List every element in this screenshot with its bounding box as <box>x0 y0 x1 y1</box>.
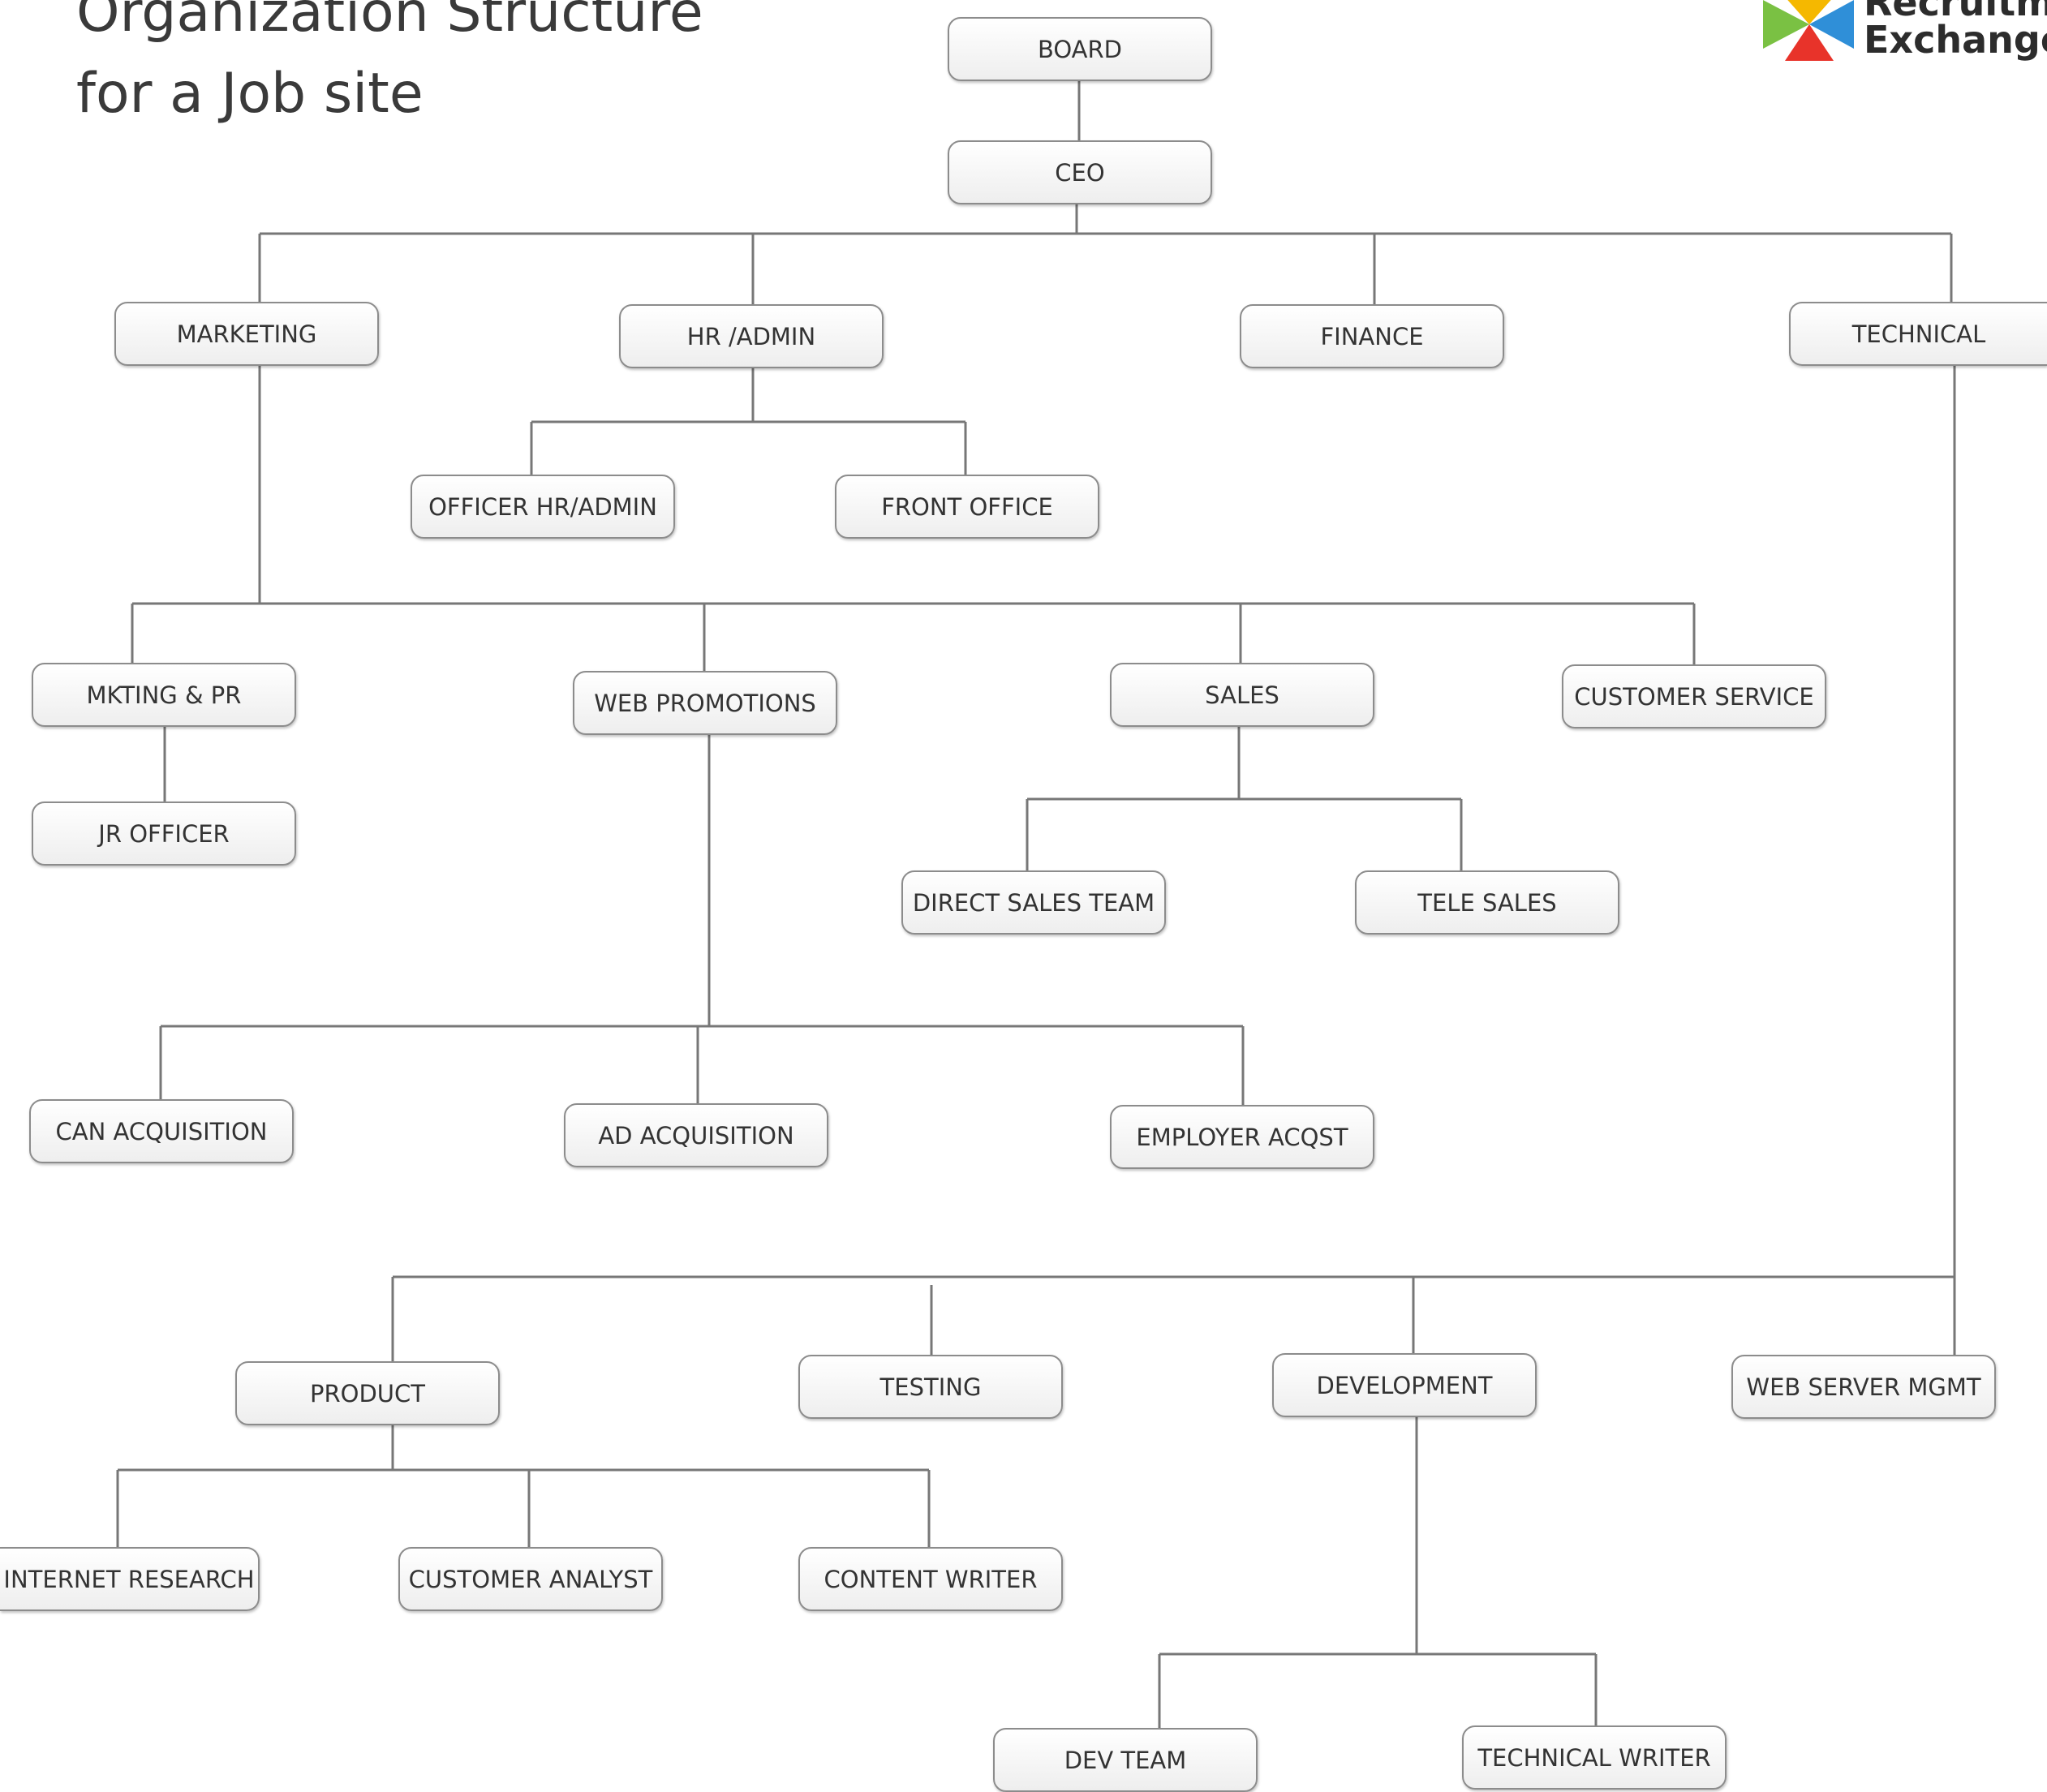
node-mkting-pr: MKTING & PR <box>32 663 296 727</box>
node-content-writer: CONTENT WRITER <box>798 1547 1063 1611</box>
node-direct-sales-team: DIRECT SALES TEAM <box>901 870 1166 935</box>
node-customer-analyst: CUSTOMER ANALYST <box>398 1547 663 1611</box>
node-development: DEVELOPMENT <box>1272 1353 1537 1417</box>
logo-line-2: Exchange. <box>1864 18 2047 62</box>
diagram-title: Organization Structure for a Job site <box>76 0 703 135</box>
node-testing: TESTING <box>798 1355 1063 1419</box>
logo-wordmark: Recruitment Exchange. <box>1864 0 2047 58</box>
node-hr-admin: HR /ADMIN <box>619 304 884 368</box>
node-customer-service: CUSTOMER SERVICE <box>1562 664 1826 728</box>
node-web-server-mgmt: WEB SERVER MGMT <box>1731 1355 1996 1419</box>
node-jr-officer: JR OFFICER <box>32 801 296 866</box>
recruitment-exchange-logo: Recruitment Exchange. <box>1757 0 2047 73</box>
node-dev-team: DEV TEAM <box>993 1728 1258 1792</box>
node-ad-acquisition: AD ACQUISITION <box>564 1103 828 1167</box>
title-line-2: for a Job site <box>76 62 424 126</box>
title-line-1: Organization Structure <box>76 0 703 45</box>
logo-line-1: Recruitment <box>1864 0 2047 24</box>
node-ceo: CEO <box>948 140 1212 204</box>
node-technical-writer: TECHNICAL WRITER <box>1462 1725 1727 1790</box>
node-finance: FINANCE <box>1240 304 1504 368</box>
node-product: PRODUCT <box>235 1361 500 1425</box>
node-employer-acqst: EMPLOYER ACQST <box>1110 1105 1374 1169</box>
node-officer-hr-admin: OFFICER HR/ADMIN <box>411 475 675 539</box>
node-technical: TECHNICAL <box>1789 302 2047 366</box>
node-marketing: MARKETING <box>114 302 379 366</box>
node-internet-research: INTERNET RESEARCH <box>0 1547 260 1611</box>
node-front-office: FRONT OFFICE <box>835 475 1099 539</box>
node-tele-sales: TELE SALES <box>1355 870 1619 935</box>
node-board: BOARD <box>948 17 1212 81</box>
node-sales: SALES <box>1110 663 1374 727</box>
node-can-acquisition: CAN ACQUISITION <box>29 1099 294 1163</box>
star-logo-icon <box>1763 0 1854 61</box>
node-web-promotions: WEB PROMOTIONS <box>573 671 837 735</box>
